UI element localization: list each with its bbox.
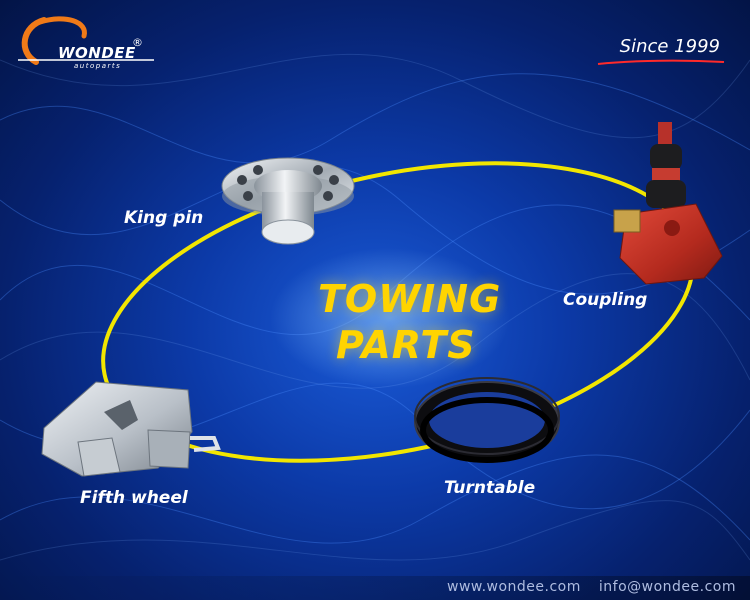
since-year: Since 1999 bbox=[619, 36, 720, 57]
coupling-icon bbox=[613, 122, 723, 285]
footer-bar: www.wondee.com info@wondee.com bbox=[0, 576, 750, 600]
label-coupling: Coupling bbox=[563, 290, 648, 310]
brand-logo: WONDEE ® autoparts bbox=[14, 14, 154, 74]
footer-email-link[interactable]: info@wondee.com bbox=[598, 579, 736, 595]
brand-swoosh-icon bbox=[18, 16, 154, 65]
brand-subtitle: autoparts bbox=[74, 62, 122, 70]
footer-contact: www.wondee.com info@wondee.com bbox=[447, 579, 736, 595]
label-fifth-wheel: Fifth wheel bbox=[80, 488, 188, 508]
turntable-icon bbox=[414, 377, 560, 463]
label-king-pin: King pin bbox=[124, 208, 204, 228]
label-turntable: Turntable bbox=[444, 478, 536, 498]
registered-mark: ® bbox=[132, 36, 143, 49]
headline-line1: TOWING bbox=[318, 277, 502, 321]
king-pin-icon bbox=[221, 157, 355, 245]
since-underline bbox=[597, 59, 725, 65]
headline: TOWING PARTS bbox=[318, 276, 518, 368]
fifth-wheel-icon bbox=[41, 381, 221, 477]
headline-line2: PARTS bbox=[336, 323, 476, 367]
footer-website-link[interactable]: www.wondee.com bbox=[447, 579, 581, 595]
brand-name: WONDEE bbox=[58, 44, 136, 62]
